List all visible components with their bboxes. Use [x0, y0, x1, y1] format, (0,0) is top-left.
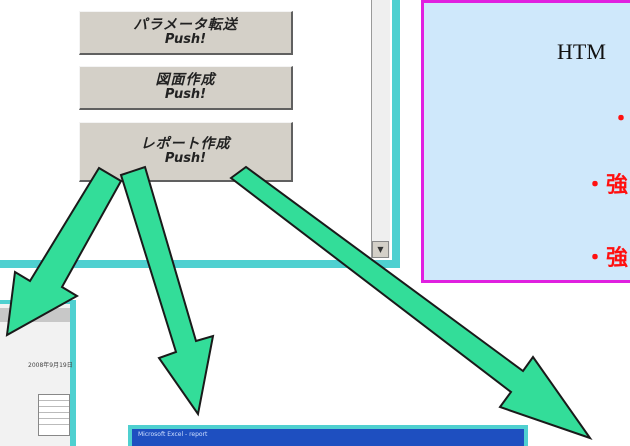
- drawing-create-button[interactable]: 図面作成 Push!: [79, 66, 293, 110]
- vertical-scrollbar[interactable]: ▼: [371, 0, 390, 258]
- arrow-right-icon: [229, 165, 593, 440]
- arrow-middle-icon: [119, 165, 215, 417]
- note-item: ・強: [584, 246, 629, 271]
- excel-thumbnail: Microsoft Excel - report: [128, 425, 528, 446]
- note-item: ・強: [584, 173, 629, 198]
- button-sublabel: Push!: [164, 151, 207, 166]
- chevron-down-icon: ▼: [377, 245, 384, 254]
- thumbnail-date-text: 2008年9月19日: [28, 362, 73, 369]
- excel-thumbnail-titlebar: Microsoft Excel - report: [132, 429, 524, 446]
- note-heading: HTM: [557, 39, 606, 64]
- arrow-left-icon: [5, 166, 123, 337]
- thumbnail-table: [38, 394, 70, 436]
- button-sublabel: Push!: [164, 32, 207, 47]
- app-window-panel: パラメータ転送 Push! 図面作成 Push! レポート作成 Push! ▼: [0, 0, 392, 260]
- button-label: レポート作成: [140, 136, 231, 152]
- excel-thumbnail-title: Microsoft Excel - report: [138, 431, 208, 438]
- app-window-frame: パラメータ転送 Push! 図面作成 Push! レポート作成 Push! ▼: [0, 0, 400, 268]
- note-item: ・保: [610, 107, 630, 132]
- note-box: HTM ・保 ・強 ・強: [421, 0, 630, 283]
- button-sublabel: Push!: [164, 87, 207, 102]
- report-create-button[interactable]: レポート作成 Push!: [79, 122, 293, 182]
- scroll-down-button[interactable]: ▼: [372, 241, 389, 258]
- button-label: 図面作成: [155, 72, 216, 88]
- button-label: パラメータ転送: [133, 17, 238, 33]
- parameter-transfer-button[interactable]: パラメータ転送 Push!: [79, 11, 293, 55]
